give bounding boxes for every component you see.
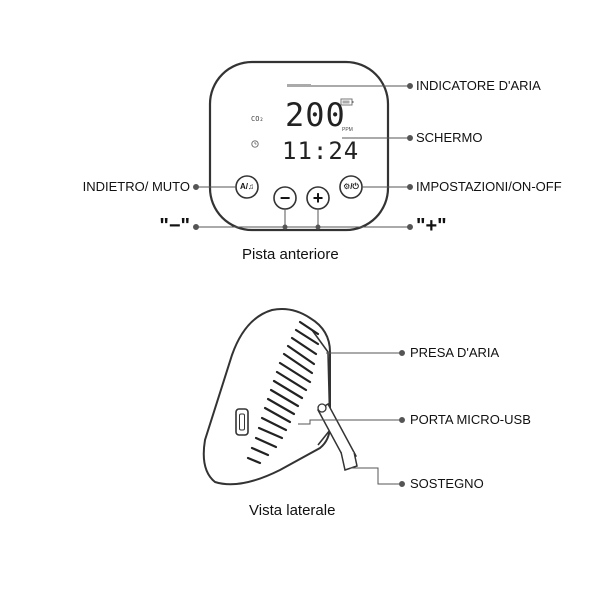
settings-onoff-glyph[interactable]: ⚙/⏻ <box>343 182 359 191</box>
clock-icon <box>251 140 259 148</box>
air-indicator-bar <box>287 84 311 87</box>
air-vent-slots <box>246 320 320 465</box>
back-mute-glyph[interactable]: A/♫ <box>240 182 254 191</box>
label-screen: SCHERMO <box>416 130 483 145</box>
label-back-mute: INDIETRO/ MUTO <box>82 179 190 194</box>
plus-icon[interactable]: + <box>312 188 324 208</box>
time-display: 11:24 <box>282 137 360 165</box>
front-view-caption: Pista anteriore <box>242 246 339 263</box>
co2-label: CO₂ <box>251 115 264 123</box>
label-micro-usb: PORTA MICRO-USB <box>410 412 531 427</box>
label-stand: SOSTEGNO <box>410 476 484 491</box>
ppm-unit: PPM <box>342 127 353 133</box>
label-minus: "−" <box>159 215 190 237</box>
label-air-indicator: INDICATORE D'ARIA <box>416 78 541 93</box>
side-leader-lines <box>298 350 405 487</box>
label-air-intake: PRESA D'ARIA <box>410 345 500 360</box>
battery-icon <box>340 98 354 106</box>
minus-icon[interactable]: − <box>279 188 291 208</box>
front-leader-lines <box>193 83 413 230</box>
side-view-caption: Vista laterale <box>249 502 336 519</box>
label-plus: "+" <box>416 215 447 237</box>
co2-value-display: 200 <box>285 96 346 134</box>
label-settings-onoff: IMPOSTAZIONI/ON-OFF <box>416 179 562 194</box>
side-device <box>202 308 358 486</box>
micro-usb-port <box>235 408 249 436</box>
